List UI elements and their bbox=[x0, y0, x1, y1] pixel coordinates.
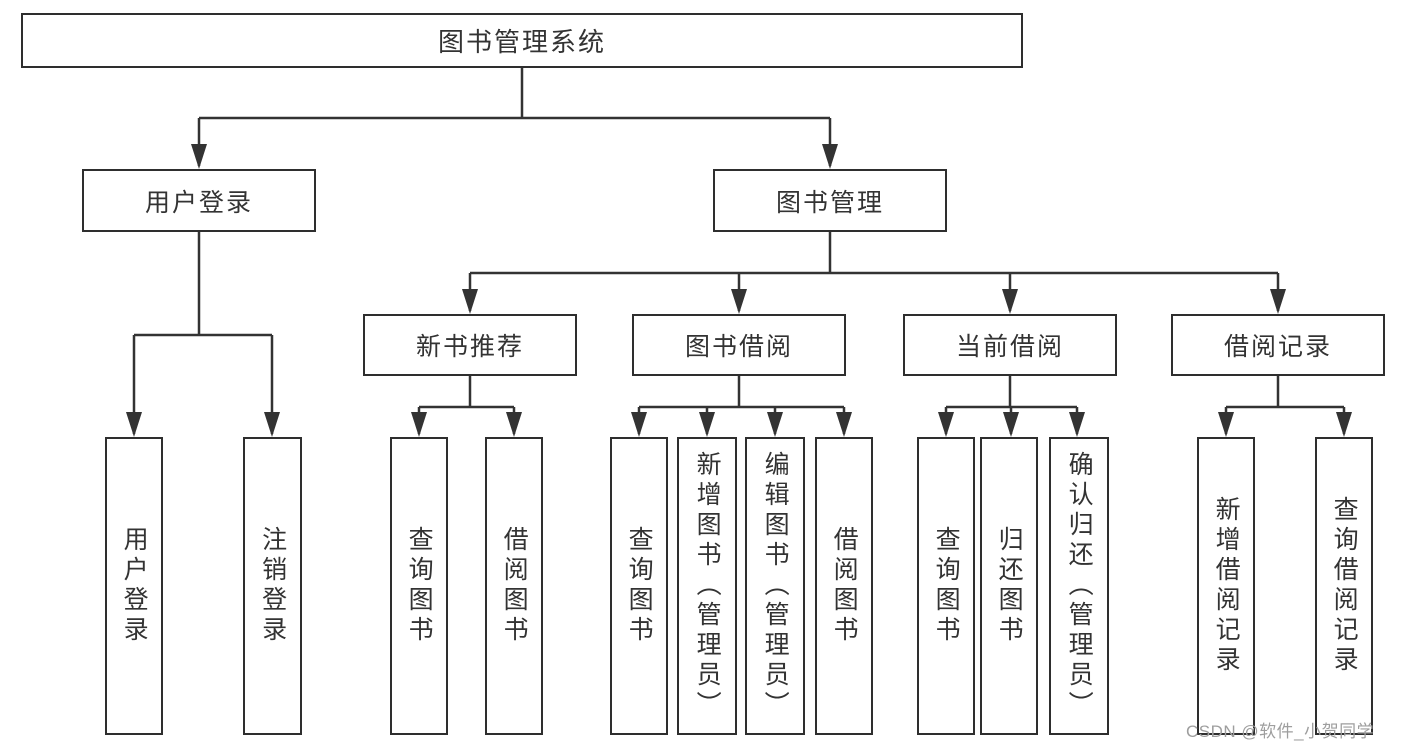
leaf-query-books-current: 查询图书 bbox=[917, 437, 975, 735]
node-new-book-recommend-label: 新书推荐 bbox=[415, 333, 524, 361]
csdn-watermark: CSDN @软件_小贺同学 bbox=[1186, 722, 1375, 741]
leaf-query-books-newbooks-label: 查询图书 bbox=[405, 526, 434, 646]
leaf-borrow-books-newbooks: 借阅图书 bbox=[485, 437, 543, 735]
leaf-confirm-return-admin: 确认归还（管理员） bbox=[1049, 437, 1109, 735]
leaf-logout: 注销登录 bbox=[243, 437, 302, 735]
node-borrowing-records: 借阅记录 bbox=[1171, 314, 1385, 376]
node-current-borrowing: 当前借阅 bbox=[903, 314, 1117, 376]
node-book-borrowing-label: 图书借阅 bbox=[684, 333, 793, 361]
arrowheads bbox=[126, 144, 1352, 437]
leaf-add-borrow-record: 新增借阅记录 bbox=[1197, 437, 1255, 735]
leaf-query-books-current-label: 查询图书 bbox=[932, 526, 961, 646]
leaf-borrow-books-borrowing: 借阅图书 bbox=[815, 437, 873, 735]
leaf-query-books-borrowing: 查询图书 bbox=[610, 437, 668, 735]
leaf-edit-book-admin: 编辑图书（管理员） bbox=[745, 437, 805, 735]
leaf-query-books-newbooks: 查询图书 bbox=[390, 437, 448, 735]
node-root: 图书管理系统 bbox=[21, 13, 1023, 68]
leaf-add-book-admin: 新增图书（管理员） bbox=[677, 437, 737, 735]
node-current-borrowing-label: 当前借阅 bbox=[955, 333, 1064, 361]
node-root-label: 图书管理系统 bbox=[437, 27, 606, 57]
leaf-user-login: 用户登录 bbox=[105, 437, 163, 735]
node-new-book-recommend: 新书推荐 bbox=[363, 314, 577, 376]
node-user-login-label: 用户登录 bbox=[144, 188, 253, 217]
leaf-return-books-label: 归还图书 bbox=[995, 526, 1024, 646]
leaf-borrow-books-borrowing-label: 借阅图书 bbox=[830, 526, 859, 646]
node-user-login: 用户登录 bbox=[82, 169, 316, 232]
node-book-management-label: 图书管理 bbox=[775, 188, 884, 217]
leaf-query-borrow-record: 查询借阅记录 bbox=[1315, 437, 1373, 735]
leaf-query-borrow-record-label: 查询借阅记录 bbox=[1330, 496, 1359, 676]
node-book-management: 图书管理 bbox=[713, 169, 947, 232]
leaf-confirm-return-admin-label: 确认归还（管理员） bbox=[1065, 451, 1094, 721]
leaf-query-books-borrowing-label: 查询图书 bbox=[625, 526, 654, 646]
leaf-user-login-label: 用户登录 bbox=[120, 526, 149, 646]
leaf-logout-label: 注销登录 bbox=[258, 526, 287, 646]
leaf-add-borrow-record-label: 新增借阅记录 bbox=[1212, 496, 1241, 676]
leaf-add-book-admin-label: 新增图书（管理员） bbox=[693, 451, 722, 721]
connector-path bbox=[132, 68, 1346, 434]
leaf-return-books: 归还图书 bbox=[980, 437, 1038, 735]
node-book-borrowing: 图书借阅 bbox=[632, 314, 846, 376]
node-borrowing-records-label: 借阅记录 bbox=[1223, 333, 1332, 361]
leaf-borrow-books-newbooks-label: 借阅图书 bbox=[500, 526, 529, 646]
leaf-edit-book-admin-label: 编辑图书（管理员） bbox=[761, 451, 790, 721]
